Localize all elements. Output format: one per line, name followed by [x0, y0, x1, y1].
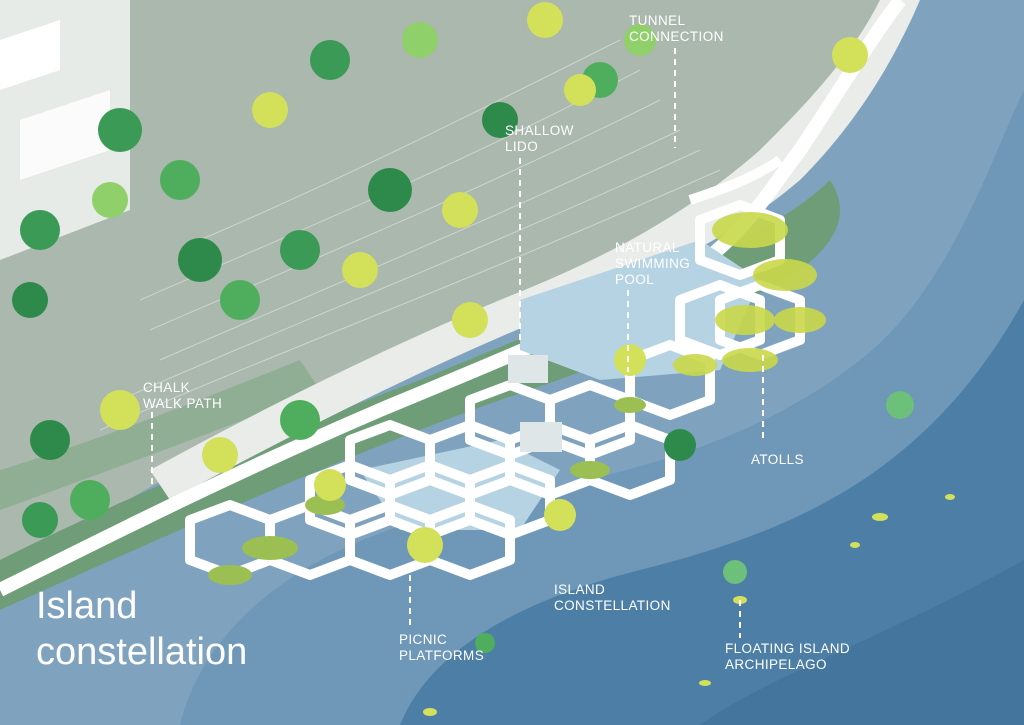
tree-canopies [12, 2, 914, 653]
label-floating-island-archipelago: FLOATING ISLAND ARCHIPELAGO [725, 641, 851, 672]
bank-planting [0, 360, 320, 510]
hex-islands [208, 397, 646, 585]
label-island-constellation: ISLAND CONSTELLATION [554, 582, 671, 613]
label-natural-swimming-pool: NATURAL SWIMMING POOL [615, 240, 691, 287]
label-picnic-platforms: PICNIC PLATFORMS [399, 632, 485, 663]
pavilion [508, 355, 548, 383]
label-tunnel-connection: TUNNEL CONNECTION [629, 13, 724, 44]
building-roof [0, 20, 60, 90]
leader-lines [151, 48, 764, 638]
connector-path [688, 155, 783, 205]
label-shallow-lido: SHALLOW LIDO [505, 123, 574, 154]
deep-water [400, 300, 1024, 725]
diagram-title: Island constellation [36, 585, 248, 673]
atoll-islands [673, 212, 826, 376]
contour-lines [99, 39, 721, 431]
label-chalk-walk-path: CHALK WALK PATH [143, 380, 223, 411]
pavilion [520, 422, 562, 452]
deepest-water [700, 560, 1024, 725]
label-atolls: ATOLLS [751, 452, 804, 467]
building-roof [20, 90, 110, 180]
chalk-walk-band [150, 0, 920, 500]
